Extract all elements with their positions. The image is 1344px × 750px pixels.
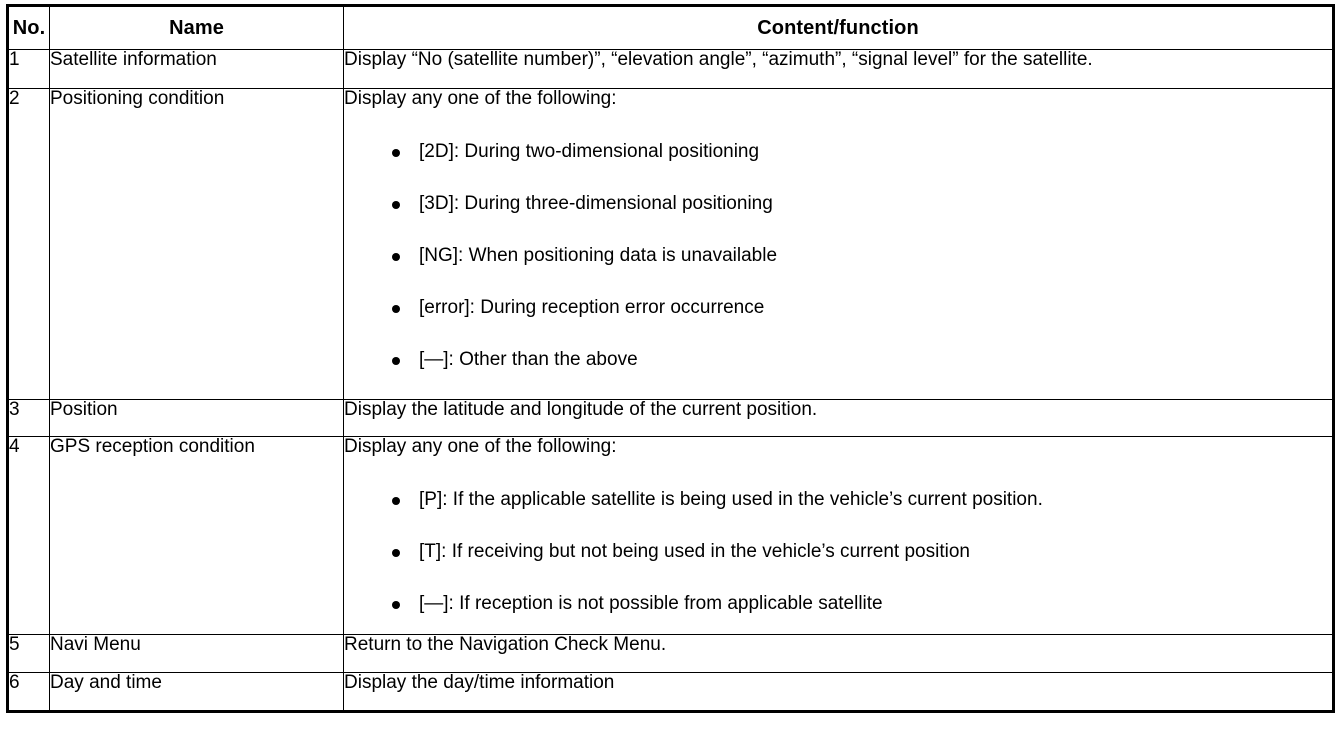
row-number: 1 <box>7 49 50 89</box>
list-item: [T]: If receiving but not being used in … <box>344 542 1332 561</box>
row-number: 4 <box>7 436 50 635</box>
row-number: 2 <box>7 88 50 400</box>
list-item-label: [—]: Other than the above <box>419 348 638 370</box>
table-header-row: No. Name Content/function <box>7 5 1334 50</box>
list-item: [—]: If reception is not possible from a… <box>344 594 1332 613</box>
list-item: [error]: During reception error occurren… <box>344 298 1332 317</box>
list-item-label: [NG]: When positioning data is unavailab… <box>419 244 778 266</box>
list-item-label: [T]: If receiving but not being used in … <box>419 540 970 562</box>
list-item: [NG]: When positioning data is unavailab… <box>344 246 1332 265</box>
list-item: [P]: If the applicable satellite is bein… <box>344 490 1332 509</box>
table-row: 4 GPS reception condition Display any on… <box>7 436 1334 635</box>
bullet-dot-icon <box>392 252 400 261</box>
table-row: 5 Navi Menu Return to the Navigation Che… <box>7 634 1334 673</box>
function-lead-text: Display the day/time information <box>344 672 615 693</box>
row-function: Display the day/time information <box>343 672 1334 712</box>
row-name: GPS reception condition <box>49 436 344 635</box>
table-row: 6 Day and time Display the day/time info… <box>7 672 1334 712</box>
list-item-label: [error]: During reception error occurren… <box>419 296 765 318</box>
row-function: Return to the Navigation Check Menu. <box>343 634 1334 673</box>
row-number: 6 <box>7 672 50 712</box>
function-lead-text: Display any one of the following: <box>344 436 617 457</box>
row-number: 5 <box>7 634 50 673</box>
bullet-dot-icon <box>392 600 400 609</box>
row-name: Satellite information <box>49 49 344 89</box>
bullet-dot-icon <box>392 304 400 313</box>
list-item: [3D]: During three-dimensional positioni… <box>344 194 1332 213</box>
row-name: Day and time <box>49 672 344 712</box>
row-number: 3 <box>7 399 50 437</box>
row-name: Position <box>49 399 344 437</box>
list-item: [2D]: During two-dimensional positioning <box>344 142 1332 161</box>
list-item: [—]: Other than the above <box>344 350 1332 369</box>
column-header-no: No. <box>7 5 50 50</box>
row-function: Display any one of the following: [2D]: … <box>343 88 1334 400</box>
list-item-label: [2D]: During two-dimensional positioning <box>419 140 760 162</box>
row-name: Positioning condition <box>49 88 344 400</box>
function-lead-text: Display any one of the following: <box>344 88 617 109</box>
bullet-dot-icon <box>392 356 400 365</box>
function-lead-text: Display the latitude and longitude of th… <box>344 399 818 420</box>
function-bullet-list: [P]: If the applicable satellite is bein… <box>344 490 1332 613</box>
list-item-label: [—]: If reception is not possible from a… <box>419 592 883 614</box>
function-lead-text: Return to the Navigation Check Menu. <box>344 634 667 655</box>
table-body: 1 Satellite information Display “No (sat… <box>7 49 1334 712</box>
column-header-function: Content/function <box>343 5 1334 50</box>
bullet-dot-icon <box>392 548 400 557</box>
row-function: Display any one of the following: [P]: I… <box>343 436 1334 635</box>
bullet-dot-icon <box>392 148 400 157</box>
bullet-dot-icon <box>392 496 400 505</box>
list-item-label: [P]: If the applicable satellite is bein… <box>419 488 1043 510</box>
spec-table: No. Name Content/function 1 Satellite in… <box>6 4 1335 713</box>
table-row: 3 Position Display the latitude and long… <box>7 399 1334 437</box>
list-item-label: [3D]: During three-dimensional positioni… <box>419 192 773 214</box>
column-header-name: Name <box>49 5 344 50</box>
bullet-dot-icon <box>392 200 400 209</box>
table-row: 1 Satellite information Display “No (sat… <box>7 49 1334 89</box>
row-function: Display “No (satellite number)”, “elevat… <box>343 49 1334 89</box>
function-bullet-list: [2D]: During two-dimensional positioning… <box>344 142 1332 369</box>
table-header: No. Name Content/function <box>7 5 1334 50</box>
function-lead-text: Display “No (satellite number)”, “elevat… <box>344 49 1093 70</box>
table-row: 2 Positioning condition Display any one … <box>7 88 1334 400</box>
row-function: Display the latitude and longitude of th… <box>343 399 1334 437</box>
row-name: Navi Menu <box>49 634 344 673</box>
